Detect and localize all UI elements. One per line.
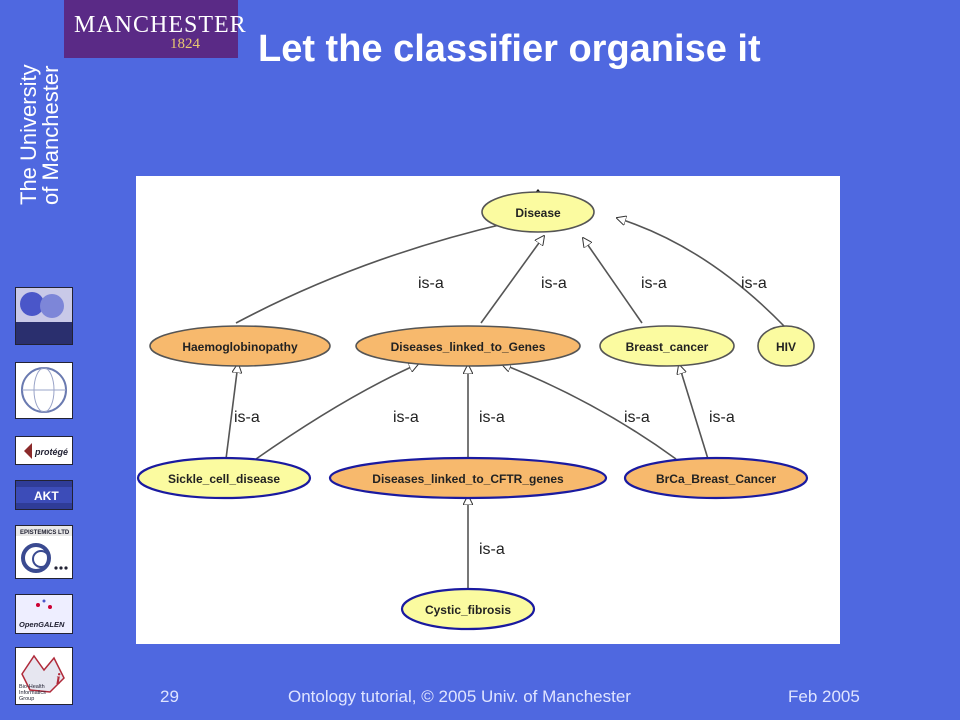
opengalen-logo-text: OpenGALEN (19, 620, 65, 629)
logo-text: MANCHESTER (74, 12, 247, 38)
protege-logo: protégé (15, 436, 73, 465)
bio-health-logo: i Bio-Health Informatics Group (15, 647, 73, 705)
edge-label: is-a (541, 275, 567, 292)
edge-label: is-a (624, 409, 650, 426)
edge-label: is-a (641, 275, 667, 292)
epistemics-logo-text: EPISTEMICS LTD (20, 530, 70, 536)
node-haemoglobinopathy: Haemoglobinopathy (149, 325, 331, 367)
node-label: HIV (776, 340, 796, 354)
edge-label: is-a (709, 409, 735, 426)
node-label: Breast_cancer (626, 340, 709, 354)
node-brca-breast-cancer: BrCa_Breast_Cancer (623, 456, 809, 500)
edge-sickle-genes (255, 364, 418, 460)
node-label: BrCa_Breast_Cancer (656, 472, 776, 486)
akt-logo-text: AKT (34, 489, 59, 503)
node-label: Disease (515, 206, 561, 220)
page-number: 29 (160, 687, 179, 706)
edge-haemo-disease (235, 220, 521, 324)
edge-brca-breast (679, 365, 709, 460)
edge-label: is-a (393, 409, 419, 426)
logo-year: 1824 (170, 36, 200, 52)
svg-text:Informatics: Informatics (19, 690, 46, 696)
manchester-logo: MANCHESTER 1824 (64, 0, 246, 58)
edge-brca-genes (502, 364, 677, 460)
svg-text:Bio-Health: Bio-Health (19, 684, 45, 690)
node-label: Haemoglobinopathy (182, 340, 298, 354)
footer-date: Feb 2005 (788, 687, 860, 706)
edge-label: is-a (479, 409, 505, 426)
node-disease: Disease (481, 191, 595, 233)
edge-hiv-disease (617, 218, 785, 327)
edge-label: is-a (479, 541, 505, 558)
node-hiv: HIV (757, 325, 815, 367)
co-ode-logo (15, 287, 73, 345)
node-label: Cystic_fibrosis (425, 603, 511, 617)
epistemics-logo: EPISTEMICS LTD (15, 525, 73, 579)
protege-logo-text: protégé (34, 447, 68, 457)
edge-label: is-a (741, 275, 767, 292)
node-label: Diseases_linked_to_CFTR_genes (372, 472, 564, 486)
ontology-diagram: is-a is-a is-a is-a is-a is-a is-a is-a … (136, 176, 840, 644)
node-breast-cancer: Breast_cancer (599, 325, 735, 367)
university-line2: of Manchester (38, 65, 63, 205)
edge-breast-disease (583, 238, 643, 324)
university-line1: The University (16, 64, 41, 205)
akt-logo: AKT (15, 480, 73, 510)
slide-title: Let the classifier organise it (258, 28, 761, 70)
svg-text:Group: Group (19, 696, 34, 702)
node-cystic-fibrosis: Cystic_fibrosis (400, 587, 536, 631)
edge-label: is-a (418, 275, 444, 292)
node-diseases-linked-to-genes: Diseases_linked_to_Genes (355, 325, 581, 367)
node-diseases-linked-to-cftr-genes: Diseases_linked_to_CFTR_genes (328, 456, 608, 500)
svg-text:i: i (56, 671, 61, 688)
node-label: Diseases_linked_to_Genes (391, 340, 546, 354)
node-label: Sickle_cell_disease (168, 472, 280, 486)
university-name: The University of Manchester (16, 25, 68, 205)
opengalen-logo: OpenGALEN (15, 594, 73, 634)
edge-genes-disease (480, 236, 544, 324)
footer-copyright: Ontology tutorial, © 2005 Univ. of Manch… (288, 687, 631, 706)
edge-label: is-a (234, 409, 260, 426)
ontogrid-logo (15, 362, 73, 419)
edge-sickle-haemo (225, 364, 238, 460)
node-sickle-cell-disease: Sickle_cell_disease (136, 456, 312, 500)
